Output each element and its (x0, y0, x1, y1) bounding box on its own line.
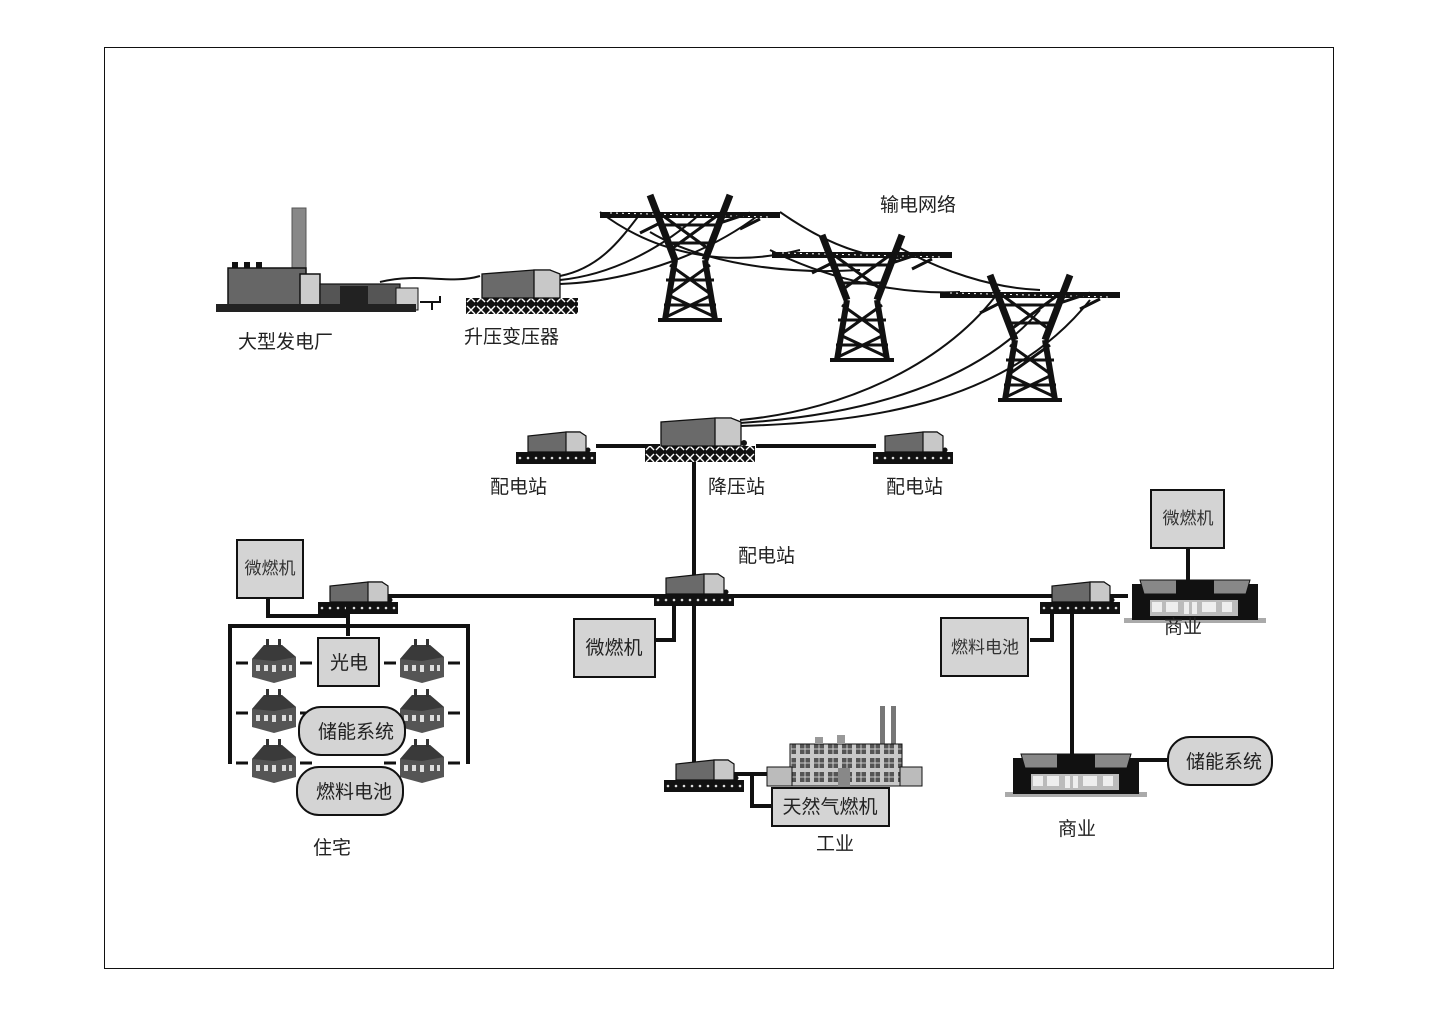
label-distribution-station: 配电站 (738, 545, 795, 567)
label-industrial: 工业 (816, 833, 854, 855)
residential-transformer-icon (317, 581, 399, 615)
label-commercial-top: 商业 (1164, 616, 1202, 638)
step-up-transformer-icon (466, 269, 578, 314)
res-microturbine-label: 微燃机 (245, 559, 296, 579)
house-icon (382, 637, 462, 685)
label-power-plant: 大型发电厂 (238, 331, 333, 353)
commercial-building-bottom-icon (1004, 753, 1148, 798)
label-commercial-bottom: 商业 (1058, 818, 1096, 840)
substation-right-icon (872, 431, 954, 465)
label-substation-right: 配电站 (886, 476, 943, 498)
residential-feeder (228, 598, 470, 764)
step-down-station-icon (644, 417, 756, 463)
com-storage-label: 储能系统 (1186, 751, 1262, 773)
transmission-lines (379, 211, 1091, 427)
com-fuel-cell-box (940, 617, 1029, 677)
mid-microturbine-label: 微燃机 (585, 637, 642, 659)
label-substation-left: 配电站 (490, 476, 547, 498)
res-fuel-cell-box (296, 766, 404, 816)
transmission-tower-3 (940, 275, 1120, 400)
transmission-tower-2 (772, 235, 952, 360)
industrial-transformer-icon (663, 759, 745, 793)
diagram-frame (104, 47, 1334, 969)
com-storage-box (1167, 736, 1273, 786)
mid-microturbine-box (573, 618, 656, 678)
label-step-up-transformer: 升压变压器 (464, 326, 559, 348)
res-fuel-cell-label: 燃料电池 (316, 781, 392, 803)
label-step-down-station: 降压站 (708, 476, 765, 498)
label-transmission-network: 输电网络 (880, 194, 956, 216)
com-microturbine-label: 微燃机 (1163, 509, 1214, 529)
res-storage-box (298, 706, 406, 756)
distribution-station-icon (653, 573, 735, 607)
factory-icon (766, 706, 923, 787)
commercial-transformer-icon (1039, 581, 1121, 615)
house-icon (234, 637, 314, 685)
com-microturbine-box (1150, 489, 1225, 549)
substation-left-icon (515, 431, 597, 465)
ind-gas-turbine-label: 天然气燃机 (782, 796, 877, 818)
res-microturbine-box (236, 539, 304, 599)
res-photovoltaic-label: 光电 (330, 652, 368, 674)
res-photovoltaic-box (317, 637, 380, 687)
power-plant-icon (216, 207, 441, 312)
label-residential: 住宅 (313, 837, 351, 859)
ind-gas-turbine-box (771, 787, 890, 827)
com-fuel-cell-label: 燃料电池 (951, 638, 1019, 658)
res-storage-label: 储能系统 (318, 721, 394, 743)
